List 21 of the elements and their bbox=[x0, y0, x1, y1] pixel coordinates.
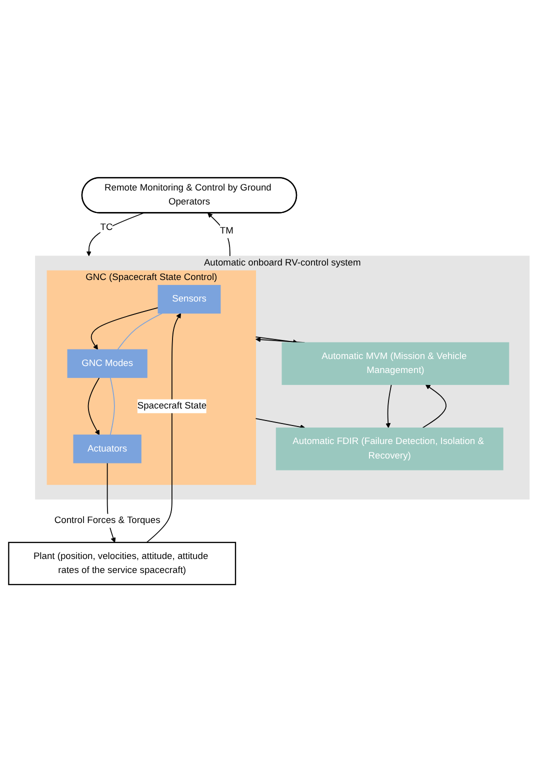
arrow bbox=[146, 312, 181, 543]
node-box: Sensors bbox=[158, 284, 221, 314]
connector bbox=[117, 312, 163, 350]
node-box: Actuators bbox=[73, 434, 142, 464]
arrow bbox=[90, 307, 158, 350]
arrow bbox=[422, 384, 446, 428]
edge-label: TC bbox=[100, 222, 113, 232]
edge-label: Spacecraft State bbox=[137, 400, 207, 411]
arrow bbox=[255, 336, 298, 344]
arrow bbox=[386, 384, 392, 428]
node-box: Plant (position, velocities, attitude, attitude rates of the service spacecraft) bbox=[8, 542, 236, 586]
node-box: Automatic MVM (Mission & Vehicle Management) bbox=[282, 342, 510, 385]
arrow bbox=[88, 377, 100, 436]
edge-label: TM bbox=[220, 226, 234, 236]
node-box: GNC Modes bbox=[67, 349, 148, 378]
node-box: Automatic FDIR (Failure Detection, Isolation & Recovery) bbox=[276, 427, 504, 470]
arrow bbox=[208, 212, 230, 256]
arrow bbox=[255, 418, 306, 430]
arrow bbox=[86, 212, 145, 256]
edge-label: Control Forces & Torques bbox=[54, 515, 160, 526]
connector bbox=[110, 377, 115, 436]
